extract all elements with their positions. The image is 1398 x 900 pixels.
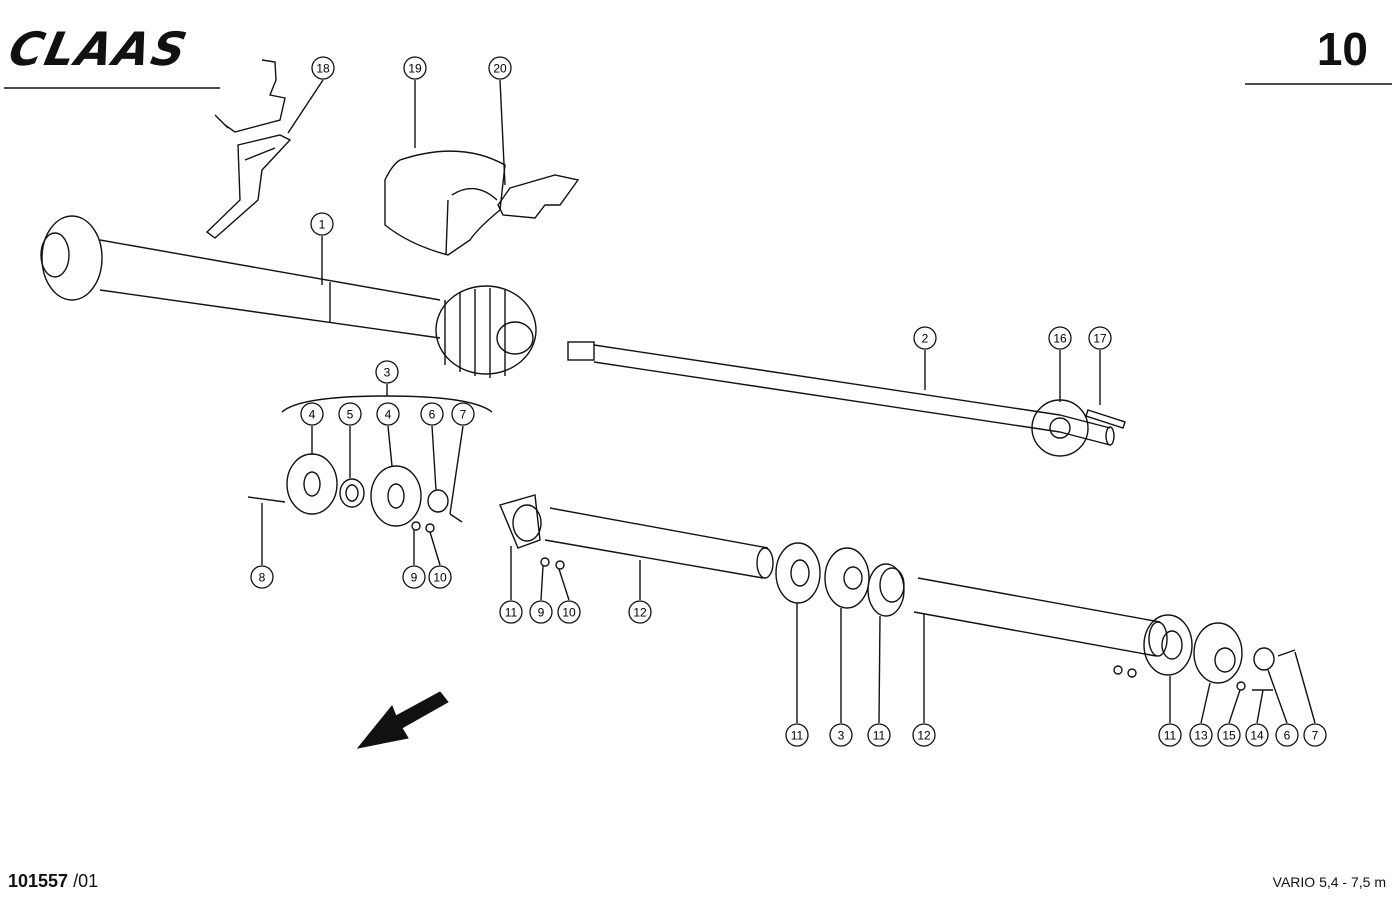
callout-label: 12 — [917, 729, 931, 743]
arrow-down-left-icon — [356, 691, 449, 749]
callout-label: 12 — [633, 606, 647, 620]
callout-label: 19 — [408, 62, 422, 76]
callout-15: 15 — [1217, 723, 1241, 747]
callout-label: 11 — [505, 606, 518, 620]
callout-label: 6 — [429, 408, 436, 422]
callout-5: 5 — [338, 402, 362, 426]
callout-11: 11 — [499, 600, 523, 624]
callout-3: 3 — [375, 360, 399, 384]
callout-label: 10 — [433, 571, 447, 585]
drive-shaft-part — [567, 341, 1115, 446]
callout-4: 4 — [300, 402, 324, 426]
shaft-cover-part — [384, 150, 506, 256]
callout-9: 9 — [529, 600, 553, 624]
callout-19: 19 — [403, 56, 427, 80]
callout-label: 3 — [838, 729, 845, 743]
callout-11: 11 — [867, 723, 891, 747]
callout-label: 16 — [1053, 332, 1067, 346]
callout-label: 20 — [493, 62, 507, 76]
callout-label: 2 — [922, 332, 929, 346]
sprocket-part — [1031, 399, 1089, 457]
tube-assembly-lower — [499, 494, 774, 579]
bearing-assembly-left — [247, 453, 463, 533]
leader-lines — [261, 79, 1316, 724]
callout-label: 13 — [1194, 729, 1208, 743]
callout-7: 7 — [1303, 723, 1327, 747]
sheet-number: 10 — [1316, 23, 1368, 75]
document-number: 101557 /01 — [8, 871, 98, 892]
callout-4: 4 — [376, 402, 400, 426]
callout-label: 6 — [1284, 729, 1291, 743]
callout-label: 14 — [1250, 729, 1264, 743]
callout-label: 11 — [1164, 729, 1177, 743]
callout-17: 17 — [1088, 326, 1112, 350]
key-pin-part — [1085, 409, 1126, 429]
pto-shaft-part — [40, 215, 537, 378]
callout-20: 20 — [488, 56, 512, 80]
group-bracket-3 — [281, 395, 493, 413]
callout-label: 8 — [259, 571, 266, 585]
tube-assembly-middle — [775, 542, 1168, 678]
callout-label: 9 — [411, 571, 418, 585]
callout-label: 11 — [791, 729, 804, 743]
callout-label: 9 — [538, 606, 545, 620]
callout-label: 4 — [385, 408, 392, 422]
callout-8: 8 — [250, 565, 274, 589]
model-designation: VARIO 5,4 - 7,5 m — [1272, 874, 1386, 890]
callout-1: 1 — [310, 212, 334, 236]
callout-label: 17 — [1093, 332, 1107, 346]
callout-label: 11 — [873, 729, 886, 743]
callout-label: 4 — [309, 408, 316, 422]
callout-label: 18 — [316, 62, 330, 76]
callout-label: 3 — [384, 366, 391, 380]
callout-6: 6 — [1275, 723, 1299, 747]
callout-label: 10 — [562, 606, 576, 620]
callout-11: 11 — [785, 723, 809, 747]
callout-12: 12 — [912, 723, 936, 747]
callout-label: 7 — [1312, 729, 1319, 743]
end-bearing-assembly — [1143, 614, 1296, 691]
callout-3: 3 — [829, 723, 853, 747]
callout-11: 11 — [1158, 723, 1182, 747]
callout-12: 12 — [628, 600, 652, 624]
callout-16: 16 — [1048, 326, 1072, 350]
callout-18: 18 — [311, 56, 335, 80]
callout-7: 7 — [451, 402, 475, 426]
callout-2: 2 — [913, 326, 937, 350]
cover-clip-part — [497, 174, 580, 219]
callout-10: 10 — [557, 600, 581, 624]
callout-10: 10 — [428, 565, 452, 589]
callout-label: 1 — [319, 218, 326, 232]
callout-label: 5 — [347, 408, 354, 422]
callout-6: 6 — [420, 402, 444, 426]
callout-label: 7 — [460, 408, 467, 422]
callout-13: 13 — [1189, 723, 1213, 747]
callout-9: 9 — [402, 565, 426, 589]
callout-label: 15 — [1222, 729, 1236, 743]
document-revision: /01 — [73, 871, 99, 891]
mounting-bracket-part — [205, 59, 292, 239]
callout-14: 14 — [1245, 723, 1269, 747]
document-number-value: 101557 — [8, 871, 69, 891]
